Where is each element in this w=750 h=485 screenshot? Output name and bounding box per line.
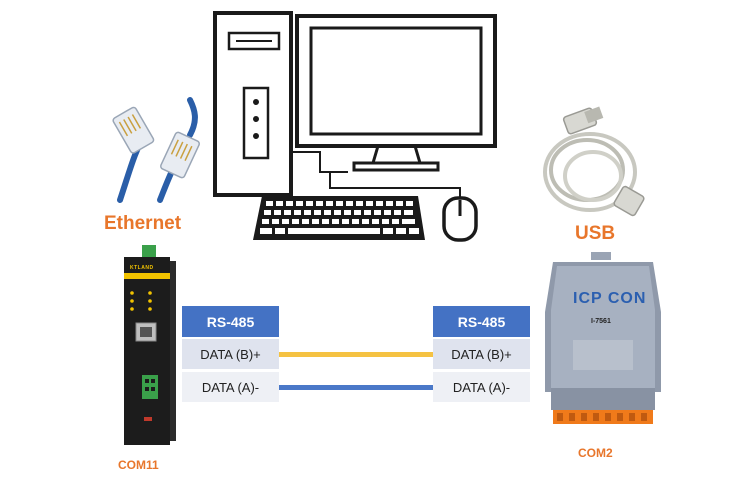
wire-data-a <box>279 385 433 390</box>
com-right-label: COM2 <box>578 446 613 460</box>
com-left-label: COM11 <box>118 458 159 472</box>
rs485-header-left: RS-485 <box>182 306 279 337</box>
rs485-header-right: RS-485 <box>433 306 530 337</box>
ktland-device-icon <box>124 245 176 445</box>
mouse-icon <box>442 196 478 242</box>
ethernet-label: Ethernet <box>104 213 182 234</box>
icpcon-model: I-7561 <box>591 318 611 325</box>
data-b-cell-left: DATA (B)+ <box>182 339 279 369</box>
data-a-cell-right: DATA (A)- <box>433 372 530 402</box>
usb-label: USB <box>575 223 616 244</box>
ktland-device: KTLAND <box>124 245 176 445</box>
wire-data-b <box>279 352 433 357</box>
ethernet-cable-icon <box>112 97 200 203</box>
icpcon-device-icon <box>545 252 661 424</box>
pc-tower-icon <box>213 11 293 197</box>
usb-cable-icon <box>543 106 645 217</box>
icpcon-brand: ICP CON <box>573 290 647 307</box>
monitor-icon <box>295 14 497 172</box>
data-a-cell-left: DATA (A)- <box>182 372 279 402</box>
icpcon-device: ICP CON I-7561 <box>543 252 663 437</box>
data-b-cell-right: DATA (B)+ <box>433 339 530 369</box>
keyboard-icon <box>253 196 425 240</box>
ktland-brand: KTLAND <box>130 265 154 271</box>
